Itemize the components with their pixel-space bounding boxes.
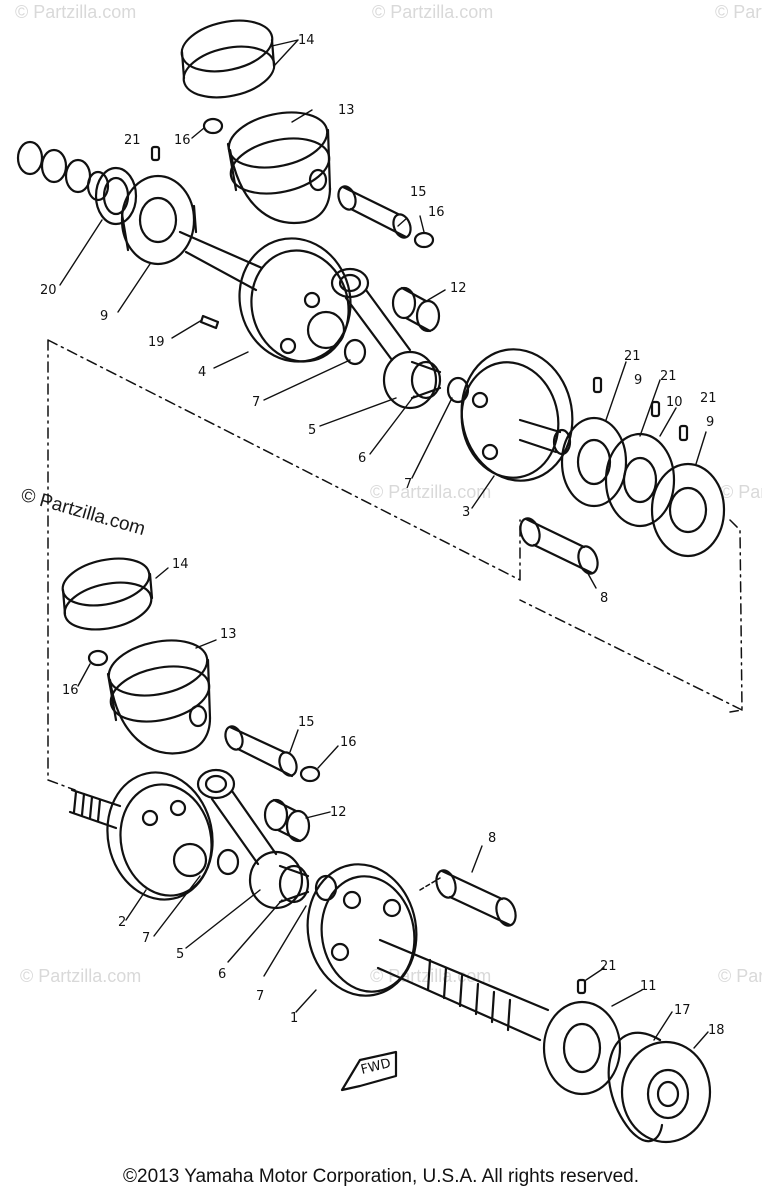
piston-pin-upper: [337, 185, 412, 239]
connecting-rod-lower: [196, 768, 304, 910]
dowel-pin: [650, 400, 661, 418]
assembly-guide-line: [419, 877, 441, 891]
callout-16: 16: [174, 133, 191, 148]
callout-21: 21: [600, 959, 617, 974]
watermark-text: © Partzilla.com: [718, 966, 762, 986]
callout-7: 7: [252, 395, 260, 410]
callout-16: 16: [428, 205, 445, 220]
callout-labels: 14 13 16 21 15 16 20 9 12 19 4 7 5 6 7 3…: [40, 33, 725, 1038]
crank-wheel-left: [178, 230, 352, 363]
big-end-bearing-upper: [410, 360, 442, 400]
crank-nut-washers: [16, 140, 110, 202]
connecting-rod-upper: [330, 267, 438, 410]
woodruff-key: [199, 314, 220, 330]
callout-7: 7: [256, 989, 264, 1004]
labyrinth-seal: [604, 432, 676, 528]
callout-5: 5: [308, 423, 316, 438]
circlip: [607, 1031, 664, 1143]
callout-9: 9: [706, 415, 714, 430]
watermark-text: © Partzilla.com: [370, 482, 491, 502]
callout-20: 20: [40, 283, 57, 298]
callout-8: 8: [600, 591, 608, 606]
assembly-guide-line: [47, 599, 743, 791]
bearing-right: [650, 462, 726, 558]
watermark-text: © Partzilla.com: [15, 2, 136, 22]
bearing-left: [120, 174, 198, 266]
callout-6: 6: [358, 451, 366, 466]
dowel-pin: [576, 978, 587, 995]
callout-16: 16: [340, 735, 357, 750]
callout-15: 15: [410, 185, 427, 200]
dowel-pin: [592, 376, 603, 394]
piston-pin-clip: [413, 231, 435, 249]
watermark-text: © Partzilla.com: [20, 966, 141, 986]
oil-seal-lower: [620, 1040, 712, 1144]
piston-rings-lower: [61, 557, 154, 631]
watermark-text: © Partzilla.com: [372, 2, 493, 22]
dowel-pin: [150, 145, 161, 162]
callout-12: 12: [330, 805, 347, 820]
piston-rings-upper: [180, 19, 276, 99]
callout-1: 1: [290, 1011, 298, 1026]
callout-12: 12: [450, 281, 467, 296]
callout-13: 13: [220, 627, 237, 642]
callout-21: 21: [624, 349, 641, 364]
callout-7: 7: [404, 477, 412, 492]
callout-7: 7: [142, 931, 150, 946]
oil-seal: [94, 166, 138, 226]
callout-15: 15: [298, 715, 315, 730]
crank-wheel-lower-left: [68, 771, 214, 901]
forward-label: FWD: [359, 1056, 392, 1078]
watermark-text: © Partzilla.com: [720, 482, 762, 502]
thrust-washer: [343, 338, 367, 366]
crank-pin-upper: [519, 517, 599, 575]
piston-pin-clip: [87, 649, 109, 667]
callout-10: 10: [666, 395, 683, 410]
callout-2: 2: [118, 915, 126, 930]
callout-18: 18: [708, 1023, 725, 1038]
piston-lower: [106, 639, 212, 755]
callout-11: 11: [640, 979, 657, 994]
piston-pin-lower: [224, 725, 298, 778]
watermark-text-primary: © Partzilla.com: [19, 485, 148, 540]
piston-pin-clip: [299, 765, 321, 783]
crank-wheel-lower-right: [306, 863, 550, 1042]
copyright-footer: ©2013 Yamaha Motor Corporation, U.S.A. A…: [123, 1166, 639, 1187]
callout-3: 3: [462, 505, 470, 520]
callout-21: 21: [700, 391, 717, 406]
watermark-text: © Partzilla.com: [715, 2, 762, 22]
small-end-bearing-upper: [391, 286, 441, 333]
forward-arrow-icon: [340, 1050, 398, 1092]
callout-13: 13: [338, 103, 355, 118]
crank-pin-lower: [435, 869, 517, 927]
callout-9: 9: [100, 309, 108, 324]
thrust-washer: [216, 848, 240, 876]
callout-21: 21: [660, 369, 677, 384]
callout-9: 9: [634, 373, 642, 388]
watermark-text: © Partzilla.com: [370, 966, 491, 986]
callout-14: 14: [298, 33, 315, 48]
small-end-bearing-lower: [263, 798, 311, 843]
callout-16: 16: [62, 683, 79, 698]
bearing-center: [560, 416, 628, 508]
callout-21: 21: [124, 133, 141, 148]
watermark-layer: © Partzilla.com © Partzilla.com © Partzi…: [15, 2, 762, 986]
leader-lines: [59, 39, 709, 1049]
callout-14: 14: [172, 557, 189, 572]
callout-8: 8: [488, 831, 496, 846]
callout-19: 19: [148, 335, 165, 350]
callout-6: 6: [218, 967, 226, 982]
piston-upper: [226, 111, 332, 224]
callout-4: 4: [198, 365, 206, 380]
callout-17: 17: [674, 1003, 691, 1018]
assembly-guide-line: [47, 339, 743, 781]
callout-5: 5: [176, 947, 184, 962]
crank-wheel-right: [460, 348, 574, 482]
bearing-main-lower: [542, 1000, 622, 1096]
big-end-bearing-lower: [278, 864, 310, 904]
piston-pin-clip: [202, 117, 224, 135]
dowel-pin: [678, 424, 689, 442]
